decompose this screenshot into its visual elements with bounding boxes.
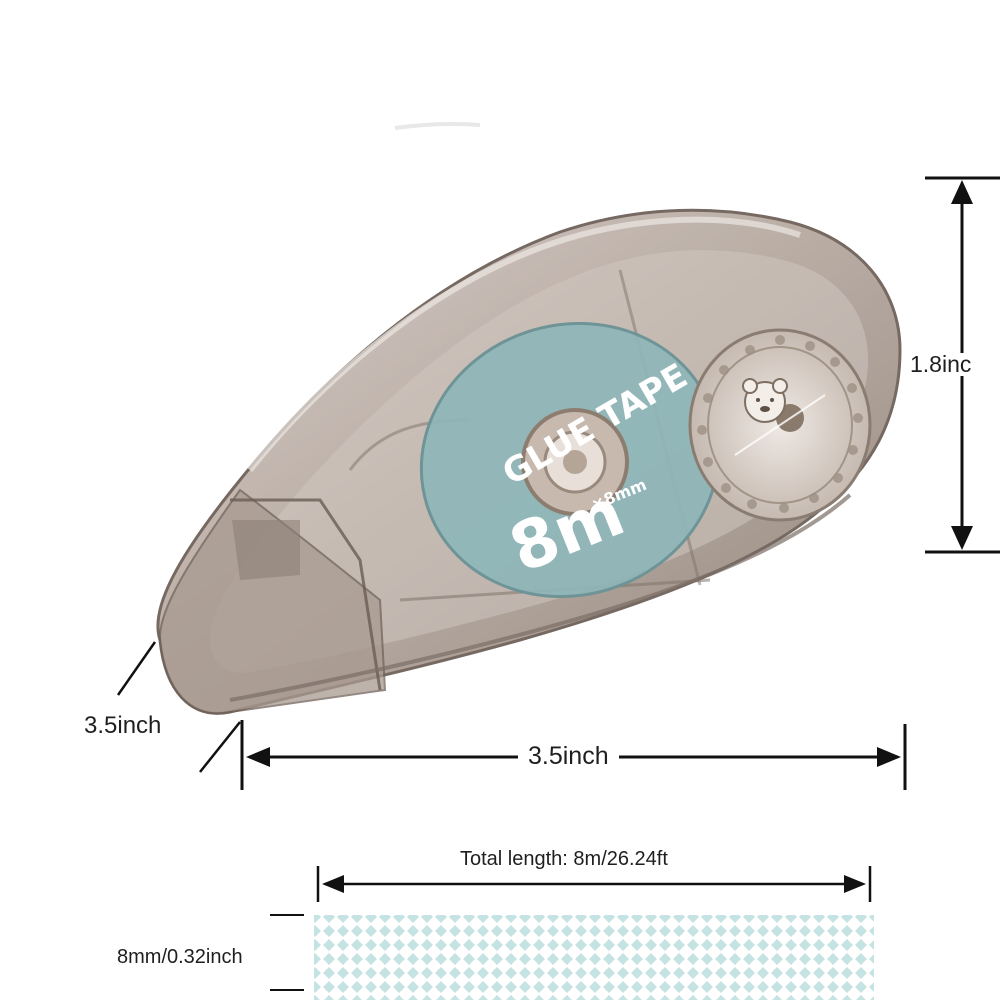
height-label: 1.8inc <box>910 351 972 377</box>
total-length-label: Total length: 8m/26.24ft <box>460 848 668 870</box>
tape-width-dimension-line <box>270 914 304 991</box>
width-label: 3.5inch <box>518 744 619 769</box>
take-up-reel <box>688 328 872 522</box>
tape-pattern-strip <box>314 915 874 1000</box>
shadow-streak <box>394 122 481 130</box>
tape-width-label: 8mm/0.32inch <box>117 946 243 968</box>
bear-face-icon <box>742 378 788 423</box>
glue-tape-roll <box>419 321 721 599</box>
total-length-dimension-line <box>316 866 872 902</box>
depth-label: 3.5inch <box>84 712 162 739</box>
depth-dimension-line <box>116 641 241 773</box>
